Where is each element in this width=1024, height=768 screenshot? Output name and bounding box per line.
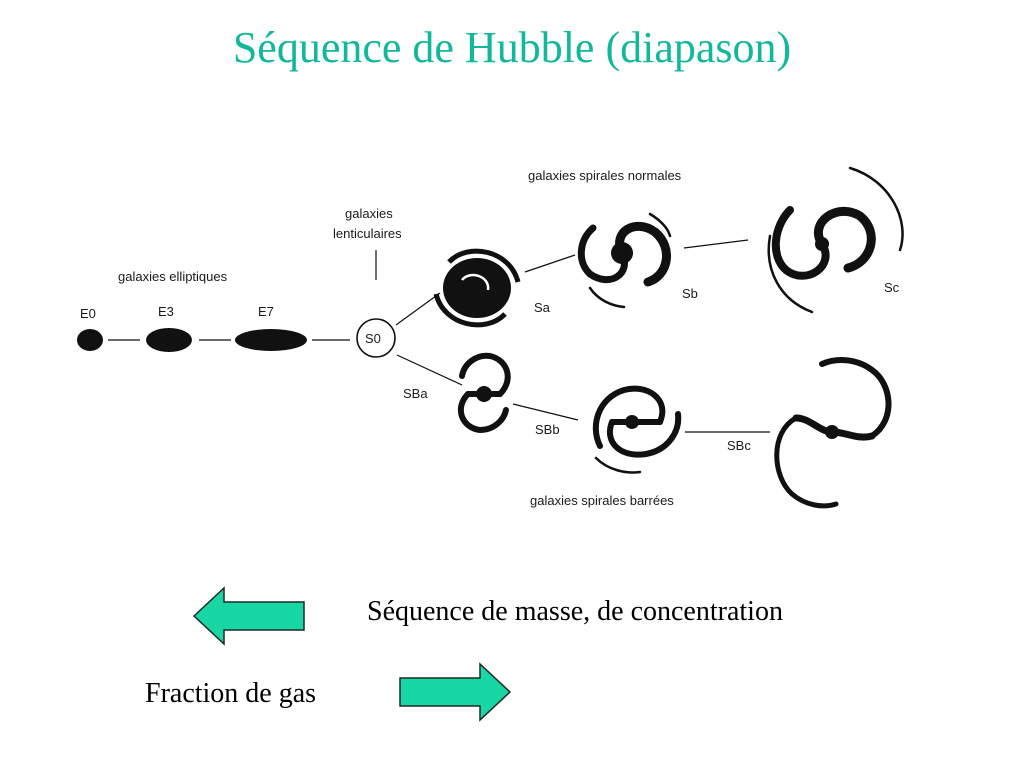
galaxy-sba xyxy=(457,352,511,434)
caption-gas-fraction: Fraction de gas xyxy=(145,678,317,709)
label-sb: Sb xyxy=(682,286,698,301)
galaxy-sbb xyxy=(593,385,682,474)
caption-mass-sequence: Séquence de masse, de concentration xyxy=(367,596,783,627)
label-sc: Sc xyxy=(884,280,900,295)
label-s0: S0 xyxy=(365,331,381,346)
galaxy-sbc xyxy=(774,357,892,509)
label-e3: E3 xyxy=(158,304,174,319)
label-e0: E0 xyxy=(80,306,96,321)
galaxy-sa xyxy=(433,248,521,328)
connector-lines xyxy=(108,239,770,433)
label-sba: SBa xyxy=(403,386,428,401)
label-e7: E7 xyxy=(258,304,274,319)
label-normal-spiral-group: galaxies spirales normales xyxy=(528,168,682,183)
label-sa: Sa xyxy=(534,300,551,315)
label-sbb: SBb xyxy=(535,422,560,437)
label-lenticular-group-line2: lenticulaires xyxy=(333,226,402,241)
arrow-left-icon xyxy=(192,586,305,646)
galaxy-sc xyxy=(767,166,904,314)
arrow-right-icon xyxy=(399,662,512,722)
galaxy-e7 xyxy=(235,329,307,351)
galaxy-e3 xyxy=(146,328,192,352)
label-lenticular-group-line1: galaxies xyxy=(345,206,393,221)
label-barred-spiral-group: galaxies spirales barrées xyxy=(530,493,674,508)
label-sbc: SBc xyxy=(727,438,751,453)
label-elliptical-group: galaxies elliptiques xyxy=(118,269,228,284)
galaxy-sb xyxy=(577,212,672,309)
galaxy-e0 xyxy=(77,329,103,351)
galaxy-s0 xyxy=(356,318,396,358)
page-title: Séquence de Hubble (diapason) xyxy=(232,23,792,72)
